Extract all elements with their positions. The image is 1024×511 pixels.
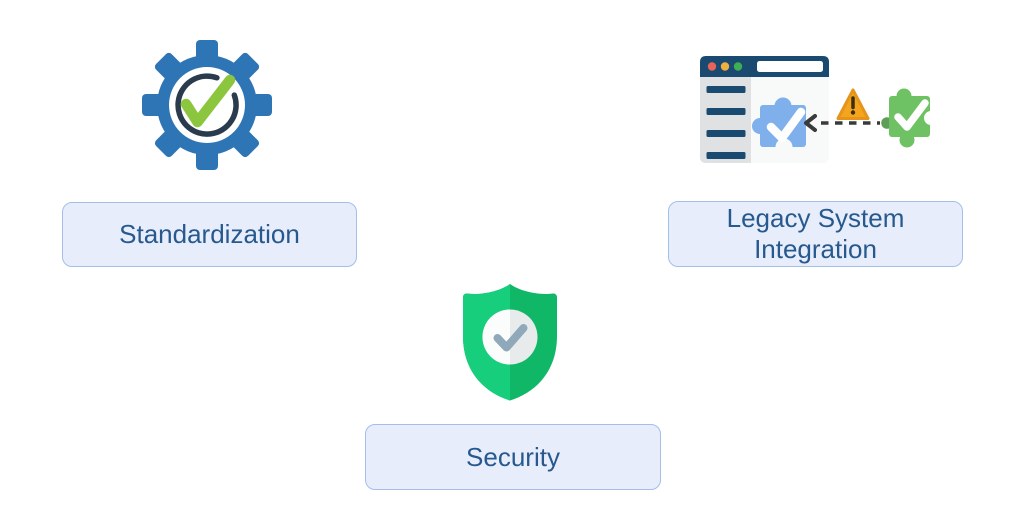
- blue-puzzle-checkmark-icon: [766, 107, 806, 143]
- browser-dot-yellow-icon: [720, 62, 730, 71]
- browser-address-bar: [757, 61, 823, 72]
- shield-checkmark-icon: [493, 324, 528, 352]
- legacy-system-integration-label: Legacy System Integration: [726, 203, 905, 264]
- blue-puzzle-icon: [752, 97, 806, 156]
- shield-check-icon: [463, 284, 557, 401]
- security-label: Security: [466, 441, 560, 472]
- green-puzzle-checkmark-icon: [894, 99, 929, 131]
- browser-sidebar: [700, 77, 751, 163]
- browser-sidebar-lines: [706, 86, 746, 159]
- legacy-system-integration-label-box: Legacy System Integration: [668, 201, 963, 267]
- gear-checkmark-icon: [180, 74, 236, 128]
- gear-check-icon: [142, 40, 272, 170]
- standardization-label-box: Standardization: [62, 202, 357, 267]
- arrowhead-left-icon: [804, 114, 817, 132]
- green-puzzle-icon: [881, 88, 935, 148]
- warning-triangle-icon: [836, 88, 870, 120]
- browser-dot-red-icon: [707, 62, 717, 71]
- security-label-box: Security: [365, 424, 661, 490]
- gear-ring-arc: [175, 73, 239, 137]
- standardization-label: Standardization: [119, 219, 300, 250]
- browser-dot-green-icon: [733, 62, 743, 71]
- browser-puzzle-warning-icon: [700, 56, 935, 163]
